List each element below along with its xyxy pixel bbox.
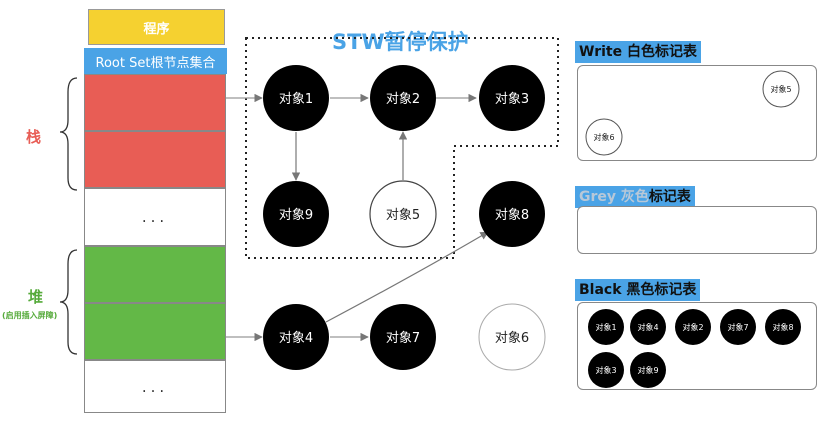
black-table-title: Black 黑色标记表 <box>575 279 701 301</box>
white-item-obj6-label: 对象6 <box>593 132 614 142</box>
grey-table-box <box>577 206 817 254</box>
black-item-obj4: 对象4 <box>630 309 666 345</box>
rootset-header: Root Set根节点集合 <box>84 48 227 74</box>
node-obj8-label: 对象8 <box>495 208 529 223</box>
grey-table-suffix: 标记表 <box>648 189 691 205</box>
white-item-obj6: 对象6 <box>585 118 623 156</box>
black-item-obj7-label: 对象7 <box>727 322 748 332</box>
white-table-title: Write 白色标记表 <box>575 41 701 63</box>
node-obj8: 对象8 <box>479 181 545 247</box>
white-item-obj5-label: 对象5 <box>770 84 791 94</box>
heap-brace <box>59 249 78 355</box>
white-item-obj5: 对象5 <box>762 70 800 108</box>
stw-boundary <box>245 37 559 259</box>
black-item-obj2-label: 对象2 <box>682 322 703 332</box>
black-item-obj1: 对象1 <box>588 309 624 345</box>
heap-sublabel: (启用插入屏障) <box>2 311 58 320</box>
grey-table-mid: 灰色 <box>620 189 649 205</box>
stw-title: STW暂停保护 <box>332 30 469 54</box>
node-obj3-label: 对象3 <box>495 92 529 107</box>
black-item-obj4-label: 对象4 <box>637 322 658 332</box>
node-obj9: 对象9 <box>263 181 329 247</box>
stack-brace <box>59 77 78 191</box>
node-obj5: 对象5 <box>369 180 437 248</box>
node-obj6-label: 对象6 <box>495 331 529 346</box>
heap-cell-1 <box>84 246 226 303</box>
black-item-obj1-label: 对象1 <box>595 322 616 332</box>
black-item-obj2: 对象2 <box>675 309 711 345</box>
node-obj7: 对象7 <box>370 304 436 370</box>
node-obj6: 对象6 <box>478 303 546 371</box>
black-item-obj8: 对象8 <box>765 309 801 345</box>
rootset-label: Root Set根节点集合 <box>95 55 216 71</box>
program-box: 程序 <box>88 9 225 45</box>
node-obj1-label: 对象1 <box>279 92 313 107</box>
node-obj4-label: 对象4 <box>279 331 313 346</box>
stack-cell-ellipsis: ... <box>84 188 226 246</box>
node-obj4: 对象4 <box>263 304 329 370</box>
black-table-suffix: 黑色标记表 <box>626 282 697 298</box>
white-table-box: 对象5 对象6 <box>577 65 817 161</box>
node-obj3: 对象3 <box>479 65 545 131</box>
node-obj9-label: 对象9 <box>279 208 313 223</box>
heap-ellipsis: ... <box>141 377 169 396</box>
heap-cell-ellipsis: ... <box>84 360 226 413</box>
heap-cell-2 <box>84 303 226 360</box>
node-obj2-label: 对象2 <box>386 92 420 107</box>
stack-cell-1 <box>84 74 226 131</box>
black-item-obj3-label: 对象3 <box>595 365 616 375</box>
black-item-obj9-label: 对象9 <box>637 365 658 375</box>
grey-table-title: Grey 灰色标记表 <box>575 186 695 208</box>
node-obj2: 对象2 <box>370 65 436 131</box>
black-item-obj8-label: 对象8 <box>772 322 793 332</box>
node-obj1: 对象1 <box>263 65 329 131</box>
white-table-items: 对象5 对象6 <box>585 70 800 156</box>
black-table-prefix: Black <box>579 282 627 298</box>
black-item-obj7: 对象7 <box>720 309 756 345</box>
black-table-box: 对象1 对象4 对象2 对象7 对象8 对象3 对象9 <box>577 302 817 390</box>
edge-obj4-obj8 <box>325 231 489 323</box>
black-table-items: 对象1 对象4 对象2 对象7 对象8 对象3 对象9 <box>588 309 801 388</box>
black-item-obj9: 对象9 <box>630 352 666 388</box>
program-label: 程序 <box>143 21 170 37</box>
white-table-suffix: 白色标记表 <box>626 44 697 60</box>
stack-ellipsis: ... <box>141 208 169 226</box>
stack-cell-2 <box>84 131 226 188</box>
grey-table-prefix: Grey <box>579 189 621 205</box>
black-item-obj3: 对象3 <box>588 352 624 388</box>
node-obj5-label: 对象5 <box>386 208 420 223</box>
node-obj7-label: 对象7 <box>386 331 420 346</box>
white-table-prefix: Write <box>579 44 627 60</box>
stack-label: 栈 <box>26 128 42 146</box>
heap-label: 堆 <box>28 288 44 306</box>
